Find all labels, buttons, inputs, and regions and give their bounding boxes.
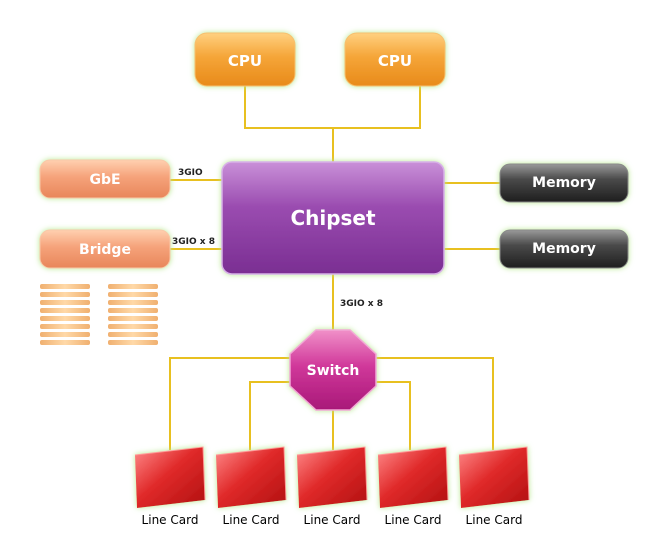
line-card-2 <box>215 446 287 508</box>
cpu-1-label: CPU <box>228 52 262 70</box>
chipset-node: Chipset <box>221 161 445 275</box>
line-card-5-label: Line Card <box>466 513 523 527</box>
bridge-slot-stack-right <box>108 284 158 345</box>
switch-label: Switch <box>307 363 360 379</box>
cpu-2-label: CPU <box>378 52 412 70</box>
bridge-slot-stack-left <box>40 284 90 345</box>
line-card-2-label: Line Card <box>223 513 280 527</box>
cpu-bus-line <box>244 86 421 129</box>
gbe-label: GbE <box>89 172 120 188</box>
connector-lines <box>169 86 500 450</box>
line-card-3-label: Line Card <box>304 513 361 527</box>
gbe-link-label: 3GIO <box>178 168 203 178</box>
memory-2-label: Memory <box>532 241 596 257</box>
switch-to-card-1-line <box>169 357 290 450</box>
switch-to-card-4-line <box>366 381 411 450</box>
memory-node-2: Memory <box>499 229 629 269</box>
chipset-label: Chipset <box>290 206 376 230</box>
line-card-1 <box>134 446 206 508</box>
bridge-node: Bridge <box>39 229 171 269</box>
switch-to-card-2-line <box>249 381 300 450</box>
line-card-4 <box>377 446 449 508</box>
switch-node: Switch <box>289 329 377 411</box>
line-card-5 <box>458 446 530 508</box>
line-card-1-label: Line Card <box>142 513 199 527</box>
bridge-link-label: 3GIO x 8 <box>172 237 215 247</box>
switch-to-card-5-line <box>376 357 494 450</box>
bridge-label: Bridge <box>79 242 131 258</box>
switch-link-label: 3GIO x 8 <box>340 299 383 309</box>
memory-1-label: Memory <box>532 175 596 191</box>
memory-node-1: Memory <box>499 163 629 203</box>
cpu-node-1: CPU <box>194 32 296 87</box>
cpu-node-2: CPU <box>344 32 446 87</box>
line-card-3 <box>296 446 368 508</box>
line-card-4-label: Line Card <box>385 513 442 527</box>
gbe-node: GbE <box>39 159 171 199</box>
